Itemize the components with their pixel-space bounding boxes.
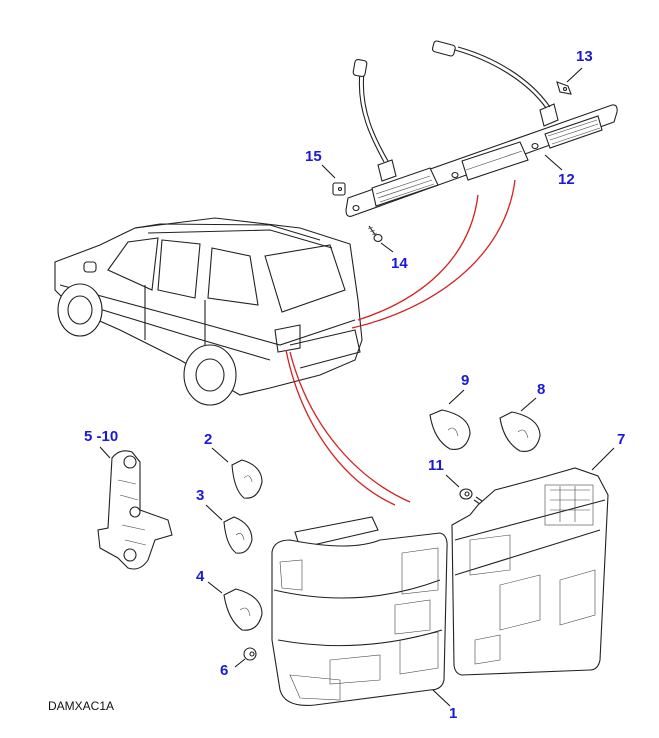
callout-11[interactable]: 11 (428, 457, 460, 488)
callout-7[interactable]: 7 (591, 431, 625, 471)
callout-label-8: 8 (537, 381, 545, 398)
reference-lines (285, 179, 516, 506)
bulb-part-8[interactable] (499, 411, 541, 452)
callout-12[interactable]: 12 (544, 154, 575, 188)
callout-label-7: 7 (617, 431, 625, 448)
screw-part-14[interactable] (367, 225, 383, 243)
callout-1[interactable]: 1 (432, 689, 457, 722)
callout-label-12: 12 (558, 171, 575, 188)
callout-5-10[interactable]: 5 -10 (84, 428, 118, 459)
callout-label-5-10: 5 -10 (84, 428, 118, 445)
clip-nut-part-15[interactable] (332, 182, 346, 196)
callout-label-3: 3 (196, 487, 204, 504)
callout-14[interactable]: 14 (380, 242, 408, 272)
callout-2[interactable]: 2 (204, 431, 229, 463)
bulb-part-2[interactable] (231, 459, 263, 499)
callout-label-1: 1 (449, 705, 457, 722)
bulb-part-6[interactable] (243, 647, 257, 661)
callout-label-9: 9 (461, 372, 469, 389)
callout-label-15: 15 (305, 148, 322, 165)
callout-3[interactable]: 3 (196, 487, 223, 521)
callout-4[interactable]: 4 (196, 568, 223, 594)
clip-part-13[interactable] (556, 81, 572, 95)
bulb-part-4[interactable] (223, 588, 263, 631)
vehicle-illustration (54, 217, 363, 406)
rear-lamp-assembly-part-1[interactable] (271, 516, 448, 706)
callout-label-14: 14 (391, 255, 408, 272)
callout-label-4: 4 (196, 568, 205, 585)
bulb-part-9[interactable] (429, 409, 471, 450)
callout-label-11: 11 (428, 457, 444, 474)
callout-label-13: 13 (576, 48, 593, 65)
bulb-holder-part-5-10[interactable] (97, 450, 173, 570)
callout-9[interactable]: 9 (448, 372, 469, 405)
nut-part-11[interactable] (459, 488, 486, 507)
number-plate-lamp-bar[interactable] (345, 40, 618, 217)
callout-8[interactable]: 8 (520, 381, 545, 412)
diagram-reference-code: DAMXAC1A (48, 699, 114, 713)
callout-label-6: 6 (220, 662, 228, 679)
callout-6[interactable]: 6 (220, 658, 246, 679)
callout-label-2: 2 (204, 431, 212, 448)
bulb-part-3[interactable] (223, 516, 253, 554)
callout-13[interactable]: 13 (566, 48, 593, 83)
rear-lamp-assembly-part-7[interactable] (451, 467, 609, 676)
callout-15[interactable]: 15 (305, 148, 336, 179)
